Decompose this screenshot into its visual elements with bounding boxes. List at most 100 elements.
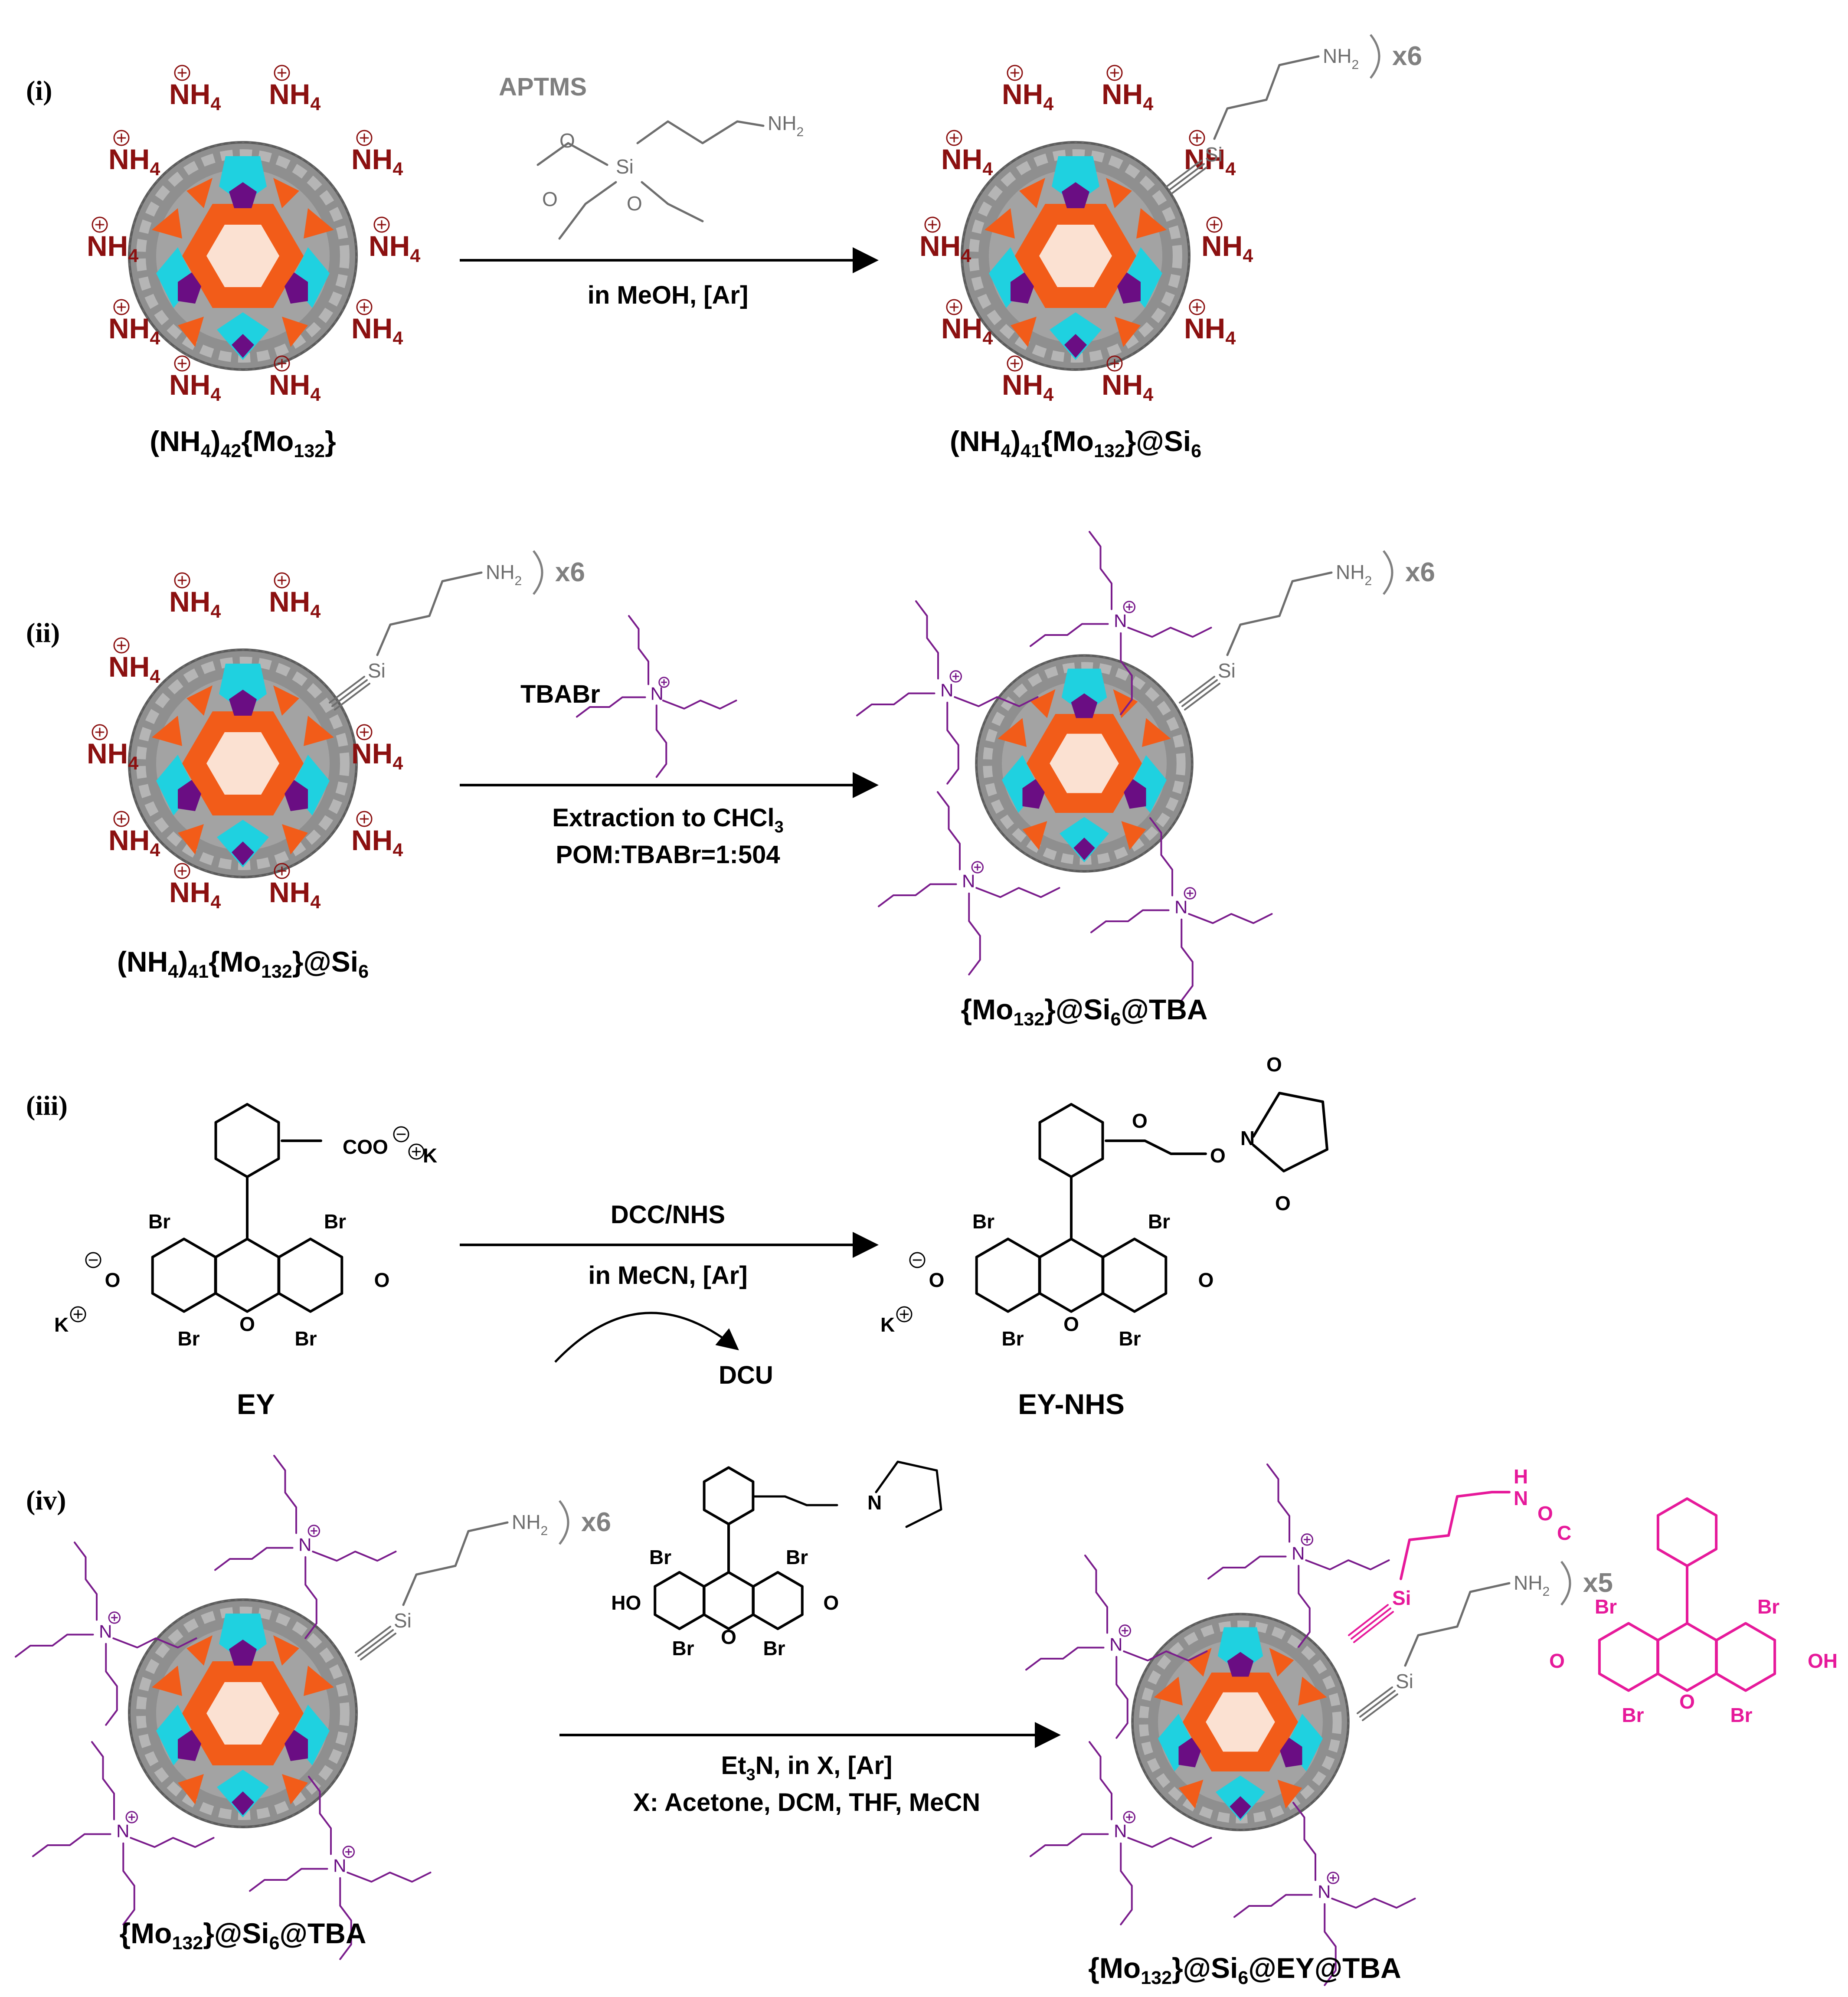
bromine-atom: Br (1148, 1210, 1170, 1233)
ammonium-label: NH4 (169, 876, 221, 913)
phenyl-ring (214, 1103, 280, 1179)
conditions-iv-line2: X: Acetone, DCM, THF, MeCN (633, 1788, 980, 1817)
multiplier-label: x6 (581, 1507, 611, 1537)
bromine-atom: Br (1622, 1704, 1644, 1726)
bromine-atom: Br (294, 1327, 317, 1350)
ammonium-label: NH4 (108, 824, 160, 861)
tba-cation-iv-3: N (32, 1741, 215, 1925)
butyl-chain (1331, 1898, 1416, 1909)
ring-oxygen-atom: O (1063, 1313, 1079, 1335)
pom-mo132-product-iv (1132, 1614, 1348, 1830)
product-label-iii: EY-NHS (1018, 1388, 1125, 1420)
bromine-atom: Br (1001, 1327, 1024, 1350)
conditions-iv-line1: Et3N, in X, [Ar] (721, 1751, 893, 1784)
pom-mo132-start-iv (129, 1600, 357, 1827)
ammonium-label: NH4 (351, 737, 403, 774)
ammonium-label: NH4 (169, 369, 221, 405)
ammonium-charge-icon (92, 724, 108, 740)
butyl-chain (1298, 1565, 1311, 1648)
tba-nitrogen-atom: N (116, 1820, 129, 1841)
tba-nitrogen-atom: N (1318, 1881, 1331, 1902)
silicon-atom: Si (394, 1609, 412, 1632)
butyl-chain (15, 1634, 94, 1658)
bracket (533, 550, 543, 595)
triple-bond (1179, 676, 1215, 704)
bracket (559, 1500, 569, 1545)
ammonium-label: NH4 (269, 369, 321, 405)
triple-bond (360, 1633, 396, 1660)
butyl-chain (91, 1741, 115, 1820)
butyl-chain (1149, 817, 1173, 897)
bromine-atom: Br (786, 1546, 808, 1568)
ester-oxygen-atom: O (1132, 1110, 1148, 1132)
ammonium-charge-icon (1189, 299, 1205, 315)
amine-group-label: NH2 (1514, 1571, 1550, 1599)
butyl-chain (968, 892, 981, 976)
amine-group-label: NH2 (1336, 561, 1372, 588)
bromine-atom: Br (177, 1327, 200, 1350)
ammonium-charge-icon (113, 811, 130, 827)
potassium-atom: K (54, 1313, 69, 1336)
multiplier-label: x6 (1392, 41, 1422, 71)
propyl-chain (376, 571, 483, 656)
bond (558, 181, 617, 240)
potassium-charge-icon (408, 1143, 425, 1160)
ammonium-label: NH4 (1002, 78, 1053, 115)
butyl-chain (946, 701, 959, 785)
start-label-iv: {Mo132}@Si6@TBA (119, 1917, 366, 1954)
tba-charge-icon (1184, 887, 1197, 900)
ammonium-label: NH4 (1184, 312, 1236, 349)
ammonium-charge-icon (356, 724, 373, 740)
butyl-chain (628, 615, 649, 685)
ammonium-charge-icon (373, 216, 390, 233)
silicon-atom: Si (1218, 659, 1236, 682)
silicon-atom: Si (368, 659, 386, 682)
ammonium-charge-icon (946, 299, 962, 315)
butyl-chain (655, 704, 667, 778)
oxygen-atom: O (627, 192, 642, 215)
xanthene-ring (1656, 1622, 1718, 1692)
ammonium-charge-icon (924, 216, 941, 233)
start-label-ii: (NH4)41{Mo132}@Si6 (117, 946, 369, 982)
triple-bond (1362, 1693, 1398, 1721)
multiplier-label: x5 (1583, 1568, 1613, 1598)
butyl-chain (312, 1551, 397, 1562)
silicon-atom: Si (616, 155, 634, 178)
right-substituent: OH (1808, 1650, 1838, 1672)
ammonium-charge-icon (1007, 355, 1023, 372)
ammonium-charge-icon (356, 130, 373, 146)
triple-bond (1166, 160, 1202, 187)
amine-group-label: NH2 (512, 1511, 548, 1538)
phenolate-charge-icon (85, 1252, 101, 1268)
ammonium-label: NH4 (1102, 78, 1153, 115)
ammonium-label: NH4 (108, 143, 160, 180)
ammonium-label: NH4 (919, 230, 971, 266)
nhs-ring (1252, 1092, 1328, 1172)
ammonium-label: NH4 (108, 651, 160, 687)
bromine-atom: Br (672, 1637, 694, 1660)
butyl-chain (1207, 1555, 1287, 1580)
butyl-chain (1089, 531, 1112, 610)
tba-reagent: N (576, 615, 737, 778)
tba-charge-icon (1119, 1624, 1132, 1637)
tba-nitrogen-atom: N (298, 1534, 311, 1555)
butyl-chain (249, 1868, 328, 1892)
ring-oxygen-atom: O (721, 1626, 736, 1648)
tba-charge-icon (342, 1846, 355, 1858)
tba-cation-iv-1: N (214, 1455, 397, 1639)
tba-cation-iv-p3: N (1030, 1741, 1212, 1925)
conditions-ii-line2: POM:TBABr=1:504 (556, 841, 780, 869)
ammonium-charge-icon (1206, 216, 1223, 233)
xanthene-ring (1038, 1237, 1104, 1313)
xanthene-ring (214, 1237, 280, 1313)
bond (1105, 1139, 1207, 1155)
bond (536, 142, 608, 166)
butyl-chain (1292, 1802, 1316, 1881)
ammonium-label: NH4 (269, 876, 321, 913)
tba-charge-icon (971, 861, 984, 874)
propyl-chain (1226, 571, 1333, 656)
tba-nitrogen-atom: N (1114, 610, 1127, 631)
